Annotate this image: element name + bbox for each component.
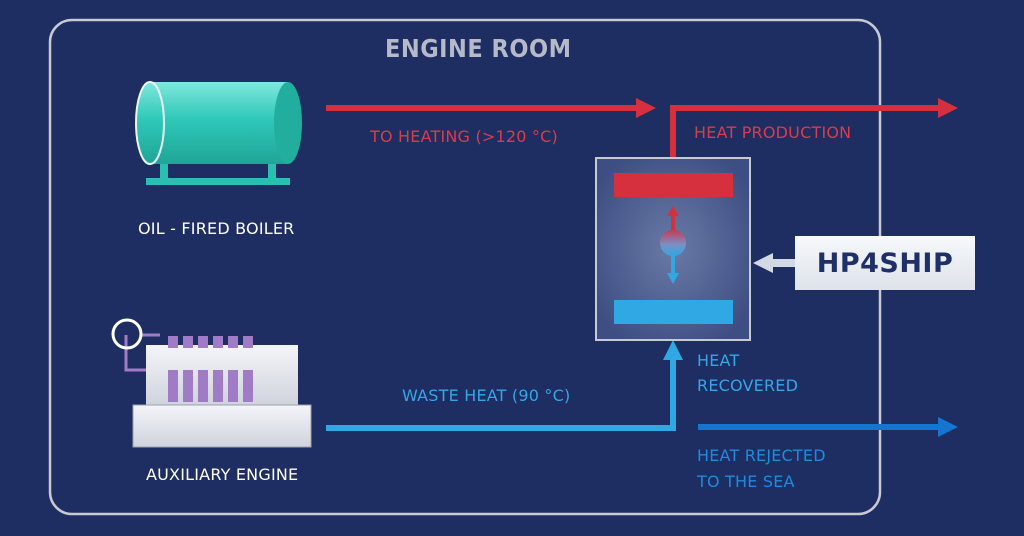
- heat-production-arrow: [670, 98, 958, 158]
- arrow-icon: [636, 98, 656, 118]
- waste-heat-arrow: [326, 340, 683, 431]
- arrow-icon: [753, 253, 773, 273]
- cylinder-tank-icon: [135, 81, 302, 185]
- waste-heat-label: WASTE HEAT (90 °C): [402, 386, 571, 405]
- to-heating-arrow: [326, 98, 656, 118]
- boiler-label: OIL - FIRED BOILER: [138, 219, 295, 238]
- heat-pump-icon: [595, 157, 751, 341]
- heat-production-label: HEAT PRODUCTION: [694, 123, 852, 142]
- arrow-icon: [938, 98, 958, 118]
- heat-recovered-label-line-2: RECOVERED: [697, 376, 799, 395]
- hp4ship-badge: HP4SHIP: [795, 236, 975, 290]
- hp4ship-arrow: [753, 253, 796, 273]
- arrow-icon: [938, 417, 958, 437]
- heat-rejected-arrow: [698, 417, 958, 437]
- engine-block-icon: [111, 318, 312, 448]
- heat-rejected-label-line-1: HEAT REJECTED: [697, 446, 826, 465]
- heat-recovered-label-line-1: HEAT: [697, 351, 740, 370]
- diagram-title: ENGINE ROOM: [385, 34, 572, 63]
- to-heating-label: TO HEATING (>120 °C): [370, 127, 558, 146]
- arrow-icon: [663, 340, 683, 360]
- heat-rejected-label-line-2: TO THE SEA: [697, 472, 795, 491]
- hp4ship-label: HP4SHIP: [816, 247, 954, 279]
- engine-label: AUXILIARY ENGINE: [146, 465, 299, 484]
